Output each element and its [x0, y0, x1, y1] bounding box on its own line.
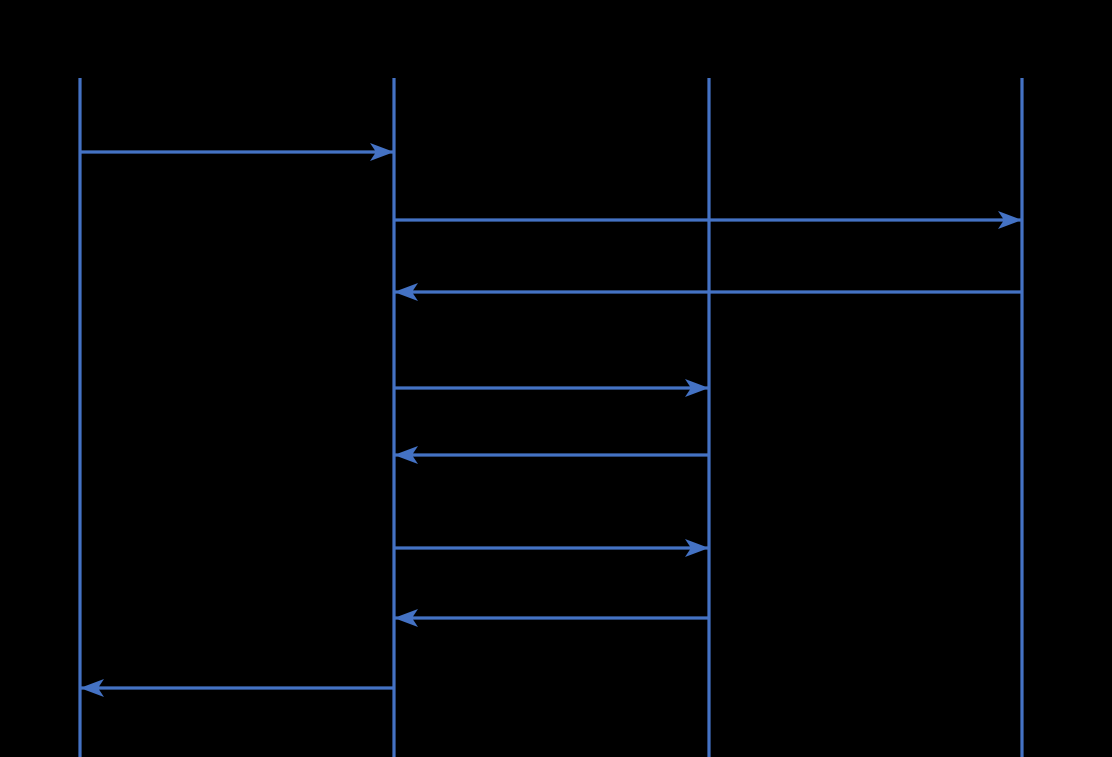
sequence-diagram-canvas — [78, 78, 1024, 757]
sequence-diagram — [78, 78, 1024, 757]
